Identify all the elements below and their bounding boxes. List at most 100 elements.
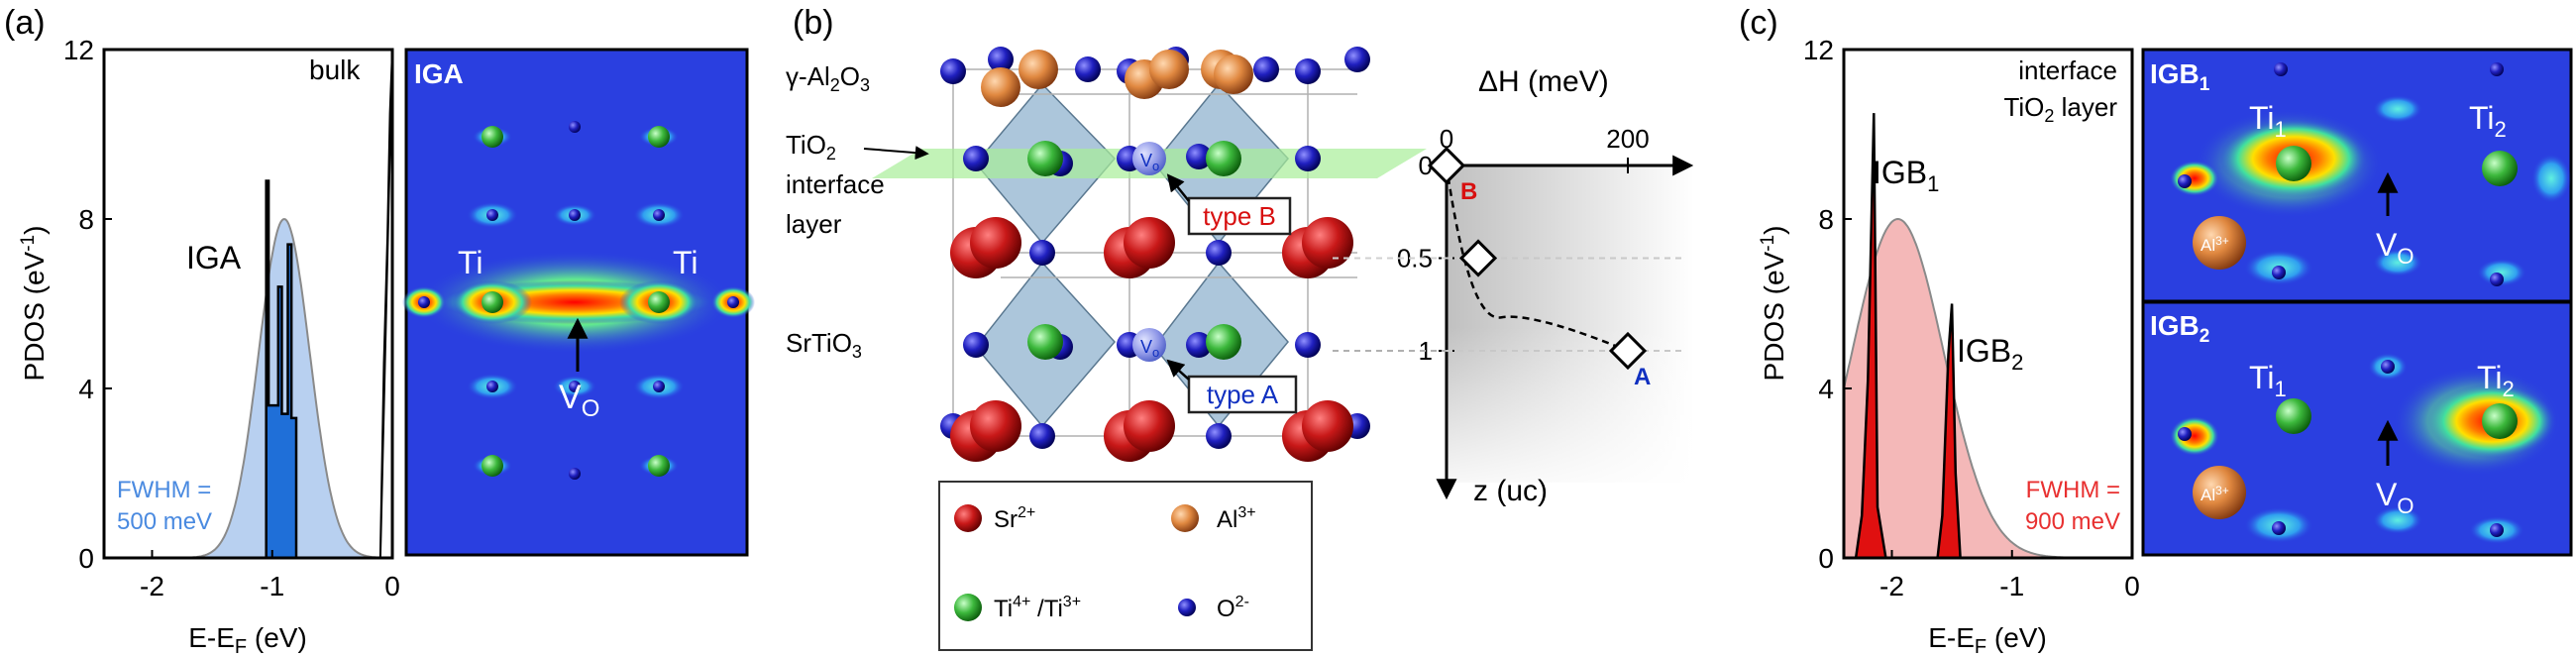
o-atom <box>1186 332 1212 358</box>
crystal-structure: Vo Vo type B type A γ-Al2O3 TiO2 interfa… <box>786 47 1427 462</box>
inset-y-tick-label: 0 <box>1419 151 1433 180</box>
inset-point <box>1608 331 1648 371</box>
map-ti-atom <box>482 455 503 477</box>
o-atom <box>1075 56 1101 82</box>
y-tick-label: 12 <box>63 35 94 65</box>
x-tick-label: -1 <box>1999 571 2024 602</box>
map-o-atom <box>727 296 739 308</box>
legend-al: Al3+ <box>1217 504 1256 533</box>
inset-point <box>1427 146 1466 185</box>
o-atom <box>1295 146 1321 171</box>
map-o-atom <box>2490 273 2504 286</box>
map-o-atom <box>569 468 581 480</box>
map-o-atom <box>2272 521 2286 535</box>
igb1-al-label: Al3+ <box>2200 234 2229 255</box>
inset-points: BA <box>1427 146 1651 390</box>
y-tick-label: 8 <box>78 204 94 235</box>
panel-a-label: (a) <box>4 4 46 42</box>
map-o-atom <box>2381 360 2395 374</box>
x-tick-label: -2 <box>140 571 164 602</box>
ti-atom <box>1027 141 1063 176</box>
map-o-atom <box>569 121 581 133</box>
panel-a-bulk-label: bulk <box>309 55 361 85</box>
igb1-map-atoms <box>2178 62 2518 286</box>
map-o-atom <box>569 381 581 392</box>
map-o-atom <box>486 209 498 221</box>
iga-spectrum <box>265 179 298 558</box>
inset-point <box>1458 239 1498 277</box>
inset-x-tick-label: 0 <box>1440 124 1453 154</box>
panel-c-interface-line1: interface <box>2018 55 2117 85</box>
map-glow <box>2373 506 2422 534</box>
map-ti-atom <box>2276 146 2311 181</box>
panel-c-map-igb2: IGB2 Ti1 Ti2 Al3+ VO <box>2141 300 2573 557</box>
map-ti-atom <box>482 126 503 148</box>
igb2-map-atoms <box>2178 360 2518 537</box>
o-atom <box>1206 423 1232 449</box>
map-o-atom <box>2178 427 2192 441</box>
sr-atom <box>970 400 1021 452</box>
panel-c-xlabel: E-EF (eV) <box>1928 622 2047 657</box>
legend-sr-swatch <box>954 504 982 532</box>
panel-c-igb1-label: IGB1 <box>1873 155 1939 196</box>
panel-a-map-atoms <box>418 121 739 480</box>
x-tick-label: -2 <box>1879 571 1904 602</box>
panel-a-map-ti-right: Ti <box>673 245 698 280</box>
map-o-atom <box>653 209 665 221</box>
map-glow <box>2170 416 2219 456</box>
iga-gaussian-area <box>104 217 392 558</box>
y-tick-label: 8 <box>1818 204 1834 235</box>
map-o-atom <box>418 296 430 308</box>
igb1-vo-label: VO <box>2376 227 2414 269</box>
map-ti-atom <box>648 126 670 148</box>
srtio3-label: SrTiO3 <box>786 328 862 362</box>
panel-a-map-ti-left: Ti <box>458 245 483 280</box>
map-o-atom <box>2178 174 2192 188</box>
map-al-atom <box>2193 216 2246 270</box>
map-al-atom <box>2193 466 2246 519</box>
panel-c-map-igb1: IGB1 Ti1 Ti2 Al3+ VO <box>2141 48 2573 303</box>
map-ti-atom <box>648 291 670 313</box>
tio2-label-line2: interface <box>786 169 885 199</box>
map-glow <box>2373 95 2422 123</box>
o-atom <box>1295 332 1321 358</box>
map-o-atom <box>2490 523 2504 537</box>
legend-sr: Sr2+ <box>994 504 1035 533</box>
sr-atom <box>1302 217 1353 269</box>
panel-c-ylabel: PDOS (eV-1) <box>1758 226 1789 382</box>
o-atom <box>1344 47 1370 72</box>
inset-x-title: ΔH (meV) <box>1478 65 1609 98</box>
ti-atom <box>1027 324 1063 360</box>
map-glow <box>2477 259 2526 286</box>
y-tick-label: 4 <box>1818 374 1834 404</box>
map-ti-atom <box>482 291 503 313</box>
vo-atom-label: Vo <box>1140 151 1159 173</box>
o-atom <box>1206 240 1232 266</box>
sr-atom <box>1124 217 1175 269</box>
map-o-atom <box>2272 266 2286 279</box>
legend-al-swatch <box>1171 504 1199 532</box>
al-atom <box>1019 50 1058 89</box>
inset-y-title: z (uc) <box>1473 475 1548 507</box>
x-tick-label: -1 <box>260 571 284 602</box>
inset-energy-curve <box>1445 164 1629 353</box>
vo-atom <box>1132 142 1166 175</box>
panel-a-iga-curve-label: IGA <box>186 240 242 275</box>
map-o-atom <box>653 381 665 392</box>
panel-a-fwhm-line1: FWHM = <box>117 477 211 503</box>
igb-gaussian-area <box>1844 217 2132 558</box>
al-atom <box>981 67 1020 107</box>
legend-o: O2- <box>1217 594 1249 622</box>
legend-o-swatch <box>1178 599 1196 616</box>
panel-a-ylabel: PDOS (eV-1) <box>18 226 50 382</box>
panel-a-xlabel: E-EF (eV) <box>188 622 307 657</box>
igb1-ti1-label: Ti1 <box>2249 100 2287 142</box>
type-b-box <box>1187 196 1292 236</box>
legend-frame <box>938 481 1313 651</box>
inset-shade-fade <box>1447 327 1694 486</box>
inset-point-a-label: A <box>1634 364 1651 390</box>
crystal-atoms <box>940 47 1370 462</box>
map-glow <box>2373 249 2422 276</box>
